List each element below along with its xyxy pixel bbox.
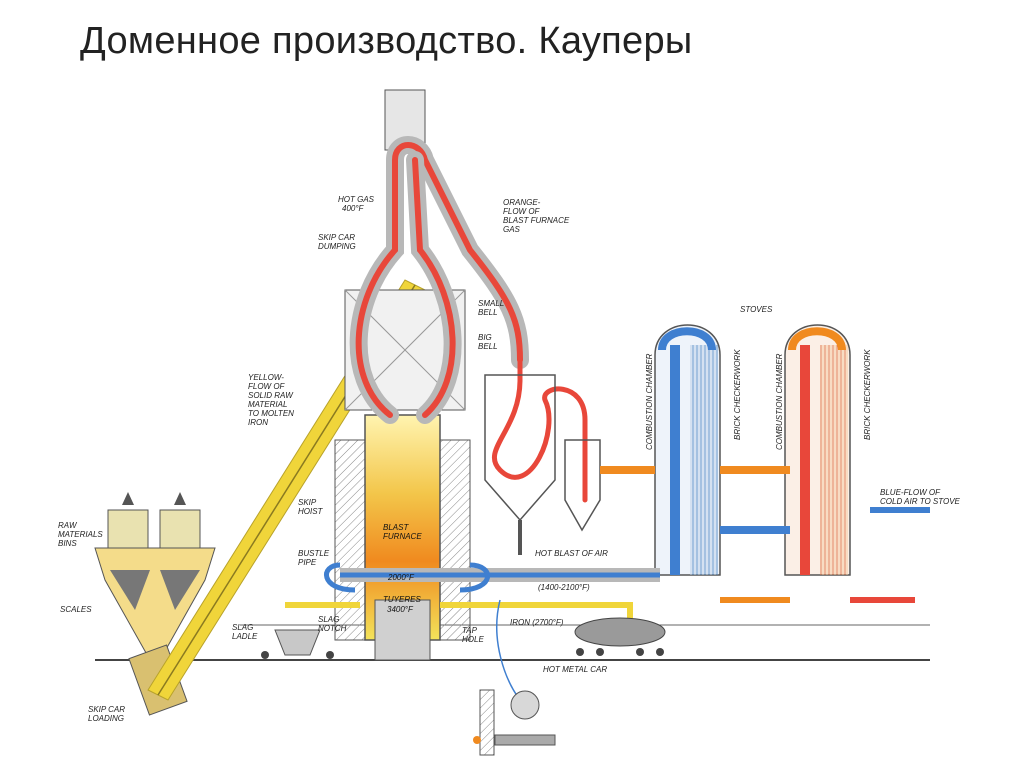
label-scales: SCALES	[60, 605, 92, 614]
label-combustion-chamber-1: COMBUSTION CHAMBER	[645, 353, 654, 450]
label-brick-checkerwork-2: BRICK CHECKERWORK	[863, 349, 872, 440]
label-iron: IRON (2700°F)	[510, 618, 564, 627]
label-2000f: 2000°F	[387, 573, 415, 582]
stove-2	[784, 324, 851, 576]
hot-metal-car	[574, 617, 666, 656]
stove-1	[654, 324, 721, 576]
dust-catcher	[484, 374, 601, 555]
label-stoves: STOVES	[740, 305, 773, 314]
label-hot-blast: HOT BLAST OF AIR	[535, 549, 608, 558]
label-hot-blast-temp: (1400-2100°F)	[538, 583, 590, 592]
label-hot-metal-car: HOT METAL CAR	[543, 665, 607, 674]
slag-ladle	[261, 629, 334, 659]
raw-materials-bins	[94, 492, 216, 716]
hot-blast-pipe	[324, 466, 930, 603]
label-brick-checkerwork-1: BRICK CHECKERWORK	[733, 349, 742, 440]
label-combustion-chamber-2: COMBUSTION CHAMBER	[775, 353, 784, 450]
page-title: Доменное производство. Кауперы	[80, 20, 693, 62]
ground	[95, 624, 930, 661]
tap-drill	[473, 599, 556, 756]
hot-gas-flow	[349, 136, 588, 503]
